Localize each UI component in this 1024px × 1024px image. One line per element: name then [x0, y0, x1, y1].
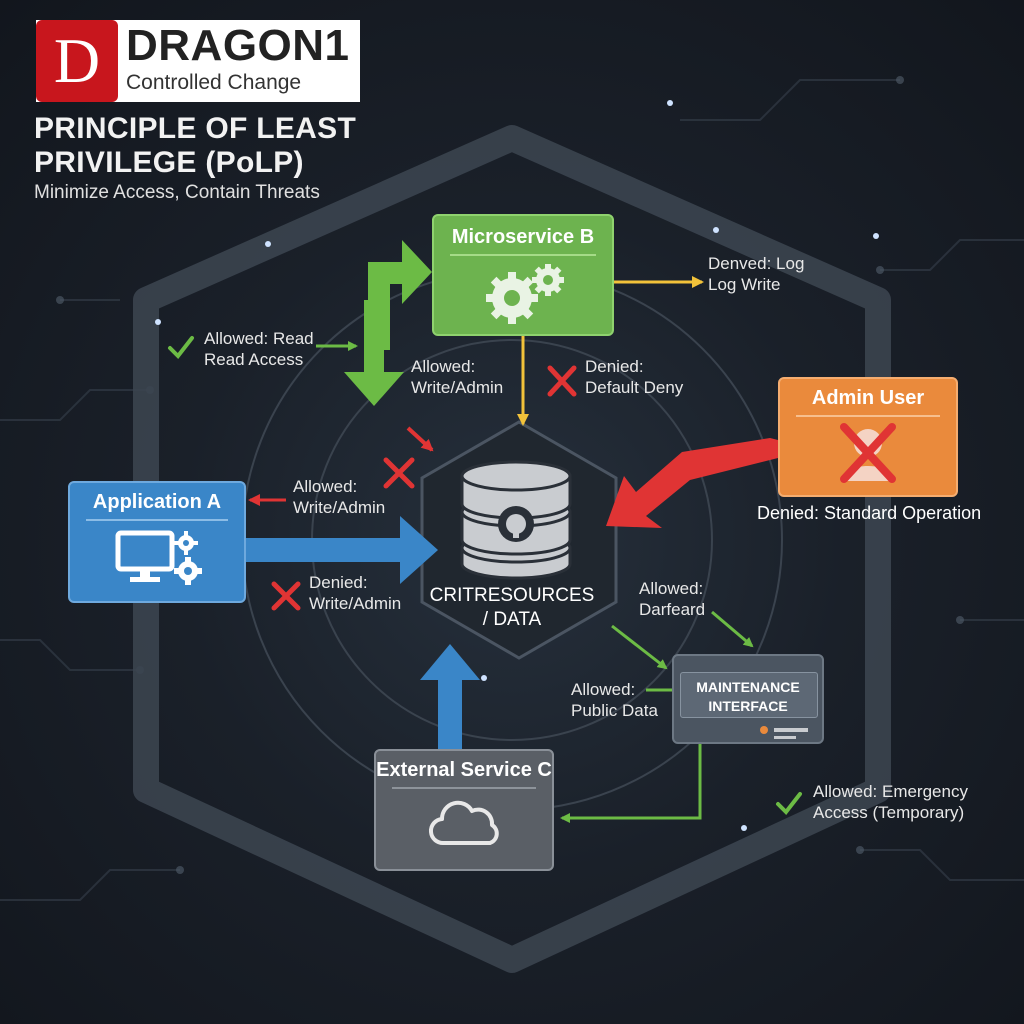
application-allowed-label-line1: Allowed:: [293, 477, 358, 496]
public-data-label-line2: Public Data: [571, 701, 658, 720]
application-a-node[interactable]: Application A: [68, 481, 246, 603]
admin-denied-arrow: [606, 438, 778, 528]
default-deny-label-line2: Default Deny: [585, 378, 684, 397]
admin-user-node[interactable]: Admin User: [778, 377, 958, 497]
database-icon: [460, 460, 572, 580]
admin-user-title: Admin User: [811, 387, 925, 409]
read-check-icon: [168, 336, 194, 360]
divider: [450, 254, 596, 256]
maintenance-diag-arrow: [711, 610, 754, 648]
logo-brand: DRAGON1: [126, 21, 350, 70]
page-title-line2: PRIVILEGE (PoLP): [34, 146, 304, 179]
default-deny-cross-icon: [547, 365, 577, 397]
admin-denied-caption: Denied: Standard Operation: [757, 503, 982, 523]
denied-arrow-to-center: [406, 426, 434, 452]
microservice-allowed-label: Allowed: Write/Admin: [411, 356, 503, 398]
external-service-c-title: External Service C: [376, 759, 552, 781]
log-write-label: Denved: Log Log Write: [708, 253, 804, 295]
default-deny-label-line1: Denied:: [585, 357, 644, 376]
page-subtitle: Minimize Access, Contain Threats: [34, 182, 320, 203]
maintenance-title-line1: MAINTENANCE: [696, 679, 800, 695]
log-write-label-line1: Denved: Log: [708, 254, 805, 273]
microservice-allowed-label-line2: Write/Admin: [411, 378, 504, 397]
allowed-arrow-down: [344, 300, 404, 406]
maintenance-status-indicator: [760, 726, 808, 739]
emergency-access-label-line2: Access (Temporary): [813, 803, 965, 822]
user-icon: [840, 423, 896, 483]
maintenance-allowed-arrow: [611, 624, 668, 670]
emergency-access-label-line1: Allowed: Emergency: [813, 782, 968, 801]
maintenance-allowed-label-line2: Darfeard: [639, 600, 706, 619]
maintenance-allowed-label: Allowed: Darfeard: [639, 578, 705, 620]
application-denied-label-line2: Write/Admin: [309, 594, 402, 613]
application-a-title: Application A: [92, 491, 222, 513]
divider: [86, 519, 228, 521]
external-service-c-node[interactable]: External Service C: [374, 749, 554, 871]
application-access-arrow: [246, 516, 438, 584]
write-admin-cross-icon: [383, 457, 415, 489]
default-deny-label: Denied: Default Deny: [585, 356, 683, 398]
divider: [796, 415, 940, 417]
read-access-label: Allowed: Read Read Access: [204, 328, 314, 370]
central-resource-label-line1: CRITRESOURCES: [429, 585, 595, 606]
application-denied-label: Denied: Write/Admin: [309, 572, 401, 614]
logo-badge: D: [36, 20, 118, 102]
gears-icon: [486, 264, 564, 324]
maintenance-title-line2: INTERFACE: [708, 698, 788, 714]
microservice-b-node[interactable]: Microservice B: [432, 214, 614, 336]
microservice-allowed-label-line1: Allowed:: [411, 357, 476, 376]
application-allowed-label-line2: Write/Admin: [293, 498, 386, 517]
logo-badge-letter: D: [53, 25, 101, 96]
logo-tagline: Controlled Change: [126, 71, 302, 94]
emergency-access-arrow: [560, 712, 702, 823]
central-resource-label: CRITRESOURCES / DATA: [414, 584, 610, 632]
monitor-icon: [115, 530, 202, 585]
maintenance-allowed-label-line1: Allowed:: [639, 579, 704, 598]
public-data-label-line1: Allowed:: [571, 680, 636, 699]
microservice-b-title: Microservice B: [451, 226, 595, 248]
maintenance-interface-title: MAINTENANCE INTERFACE: [680, 678, 816, 716]
emergency-check-icon: [776, 792, 802, 816]
emergency-access-label: Allowed: Emergency Access (Temporary): [813, 781, 968, 823]
cloud-icon: [429, 800, 499, 846]
log-write-label-line2: Log Write: [708, 275, 781, 294]
dragon1-logo: D DRAGON1 Controlled Change: [36, 20, 360, 102]
application-denied-cross-icon: [271, 581, 301, 611]
external-access-arrow: [420, 644, 480, 749]
public-data-label: Allowed: Public Data: [571, 679, 658, 721]
divider: [392, 787, 536, 789]
read-access-label-line1: Allowed: Read: [204, 329, 314, 348]
maintenance-screen: [680, 672, 818, 718]
read-access-label-line2: Read Access: [204, 350, 304, 369]
central-resource-label-line2: / DATA: [482, 609, 542, 630]
application-allowed-label: Allowed: Write/Admin: [293, 476, 385, 518]
application-denied-label-line1: Denied:: [309, 573, 368, 592]
page-title-line1: PRINCIPLE OF LEAST: [34, 112, 357, 145]
